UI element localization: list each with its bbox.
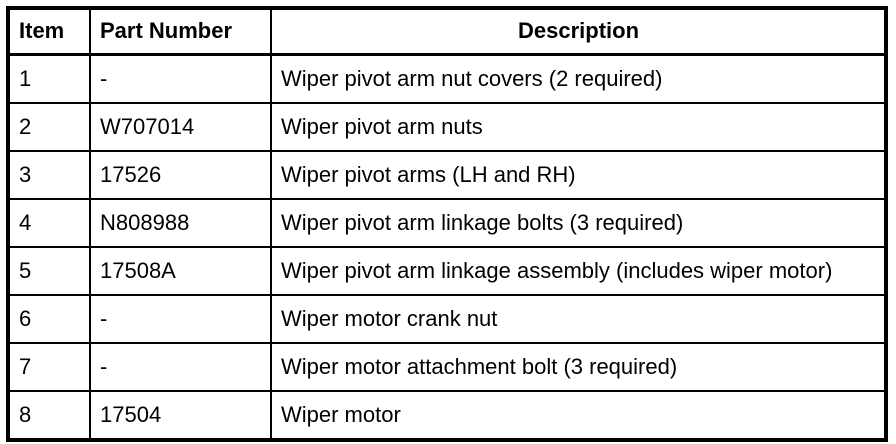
cell-item: 6 <box>7 294 91 344</box>
header-row: Item Part Number Description <box>7 7 887 56</box>
cell-item: 8 <box>7 390 91 441</box>
column-header-part-number: Part Number <box>89 7 272 56</box>
cell-part-number: 17508A <box>89 246 272 296</box>
cell-description: Wiper pivot arm nut covers (2 required) <box>270 53 887 104</box>
cell-description: Wiper pivot arm linkage bolts (3 require… <box>270 198 887 248</box>
table-row: 7-Wiper motor attachment bolt (3 require… <box>7 342 887 392</box>
table-row: 6-Wiper motor crank nut <box>7 294 887 344</box>
column-header-item: Item <box>7 7 91 56</box>
cell-item: 2 <box>7 102 91 152</box>
cell-part-number: - <box>89 53 272 104</box>
cell-item: 5 <box>7 246 91 296</box>
table-row: 1-Wiper pivot arm nut covers (2 required… <box>7 53 887 104</box>
cell-part-number: N808988 <box>89 198 272 248</box>
cell-item: 7 <box>7 342 91 392</box>
cell-description: Wiper motor <box>270 390 887 441</box>
cell-part-number: - <box>89 342 272 392</box>
cell-part-number: W707014 <box>89 102 272 152</box>
table-body: 1-Wiper pivot arm nut covers (2 required… <box>7 53 887 441</box>
column-header-description: Description <box>270 7 887 56</box>
cell-description: Wiper pivot arm linkage assembly (includ… <box>270 246 887 296</box>
cell-part-number: 17504 <box>89 390 272 441</box>
cell-item: 3 <box>7 150 91 200</box>
table-header: Item Part Number Description <box>7 7 887 56</box>
cell-description: Wiper motor crank nut <box>270 294 887 344</box>
cell-description: Wiper pivot arms (LH and RH) <box>270 150 887 200</box>
cell-description: Wiper motor attachment bolt (3 required) <box>270 342 887 392</box>
cell-part-number: 17526 <box>89 150 272 200</box>
parts-table: Item Part Number Description 1-Wiper piv… <box>6 6 888 442</box>
cell-item: 4 <box>7 198 91 248</box>
cell-description: Wiper pivot arm nuts <box>270 102 887 152</box>
cell-part-number: - <box>89 294 272 344</box>
cell-item: 1 <box>7 53 91 104</box>
